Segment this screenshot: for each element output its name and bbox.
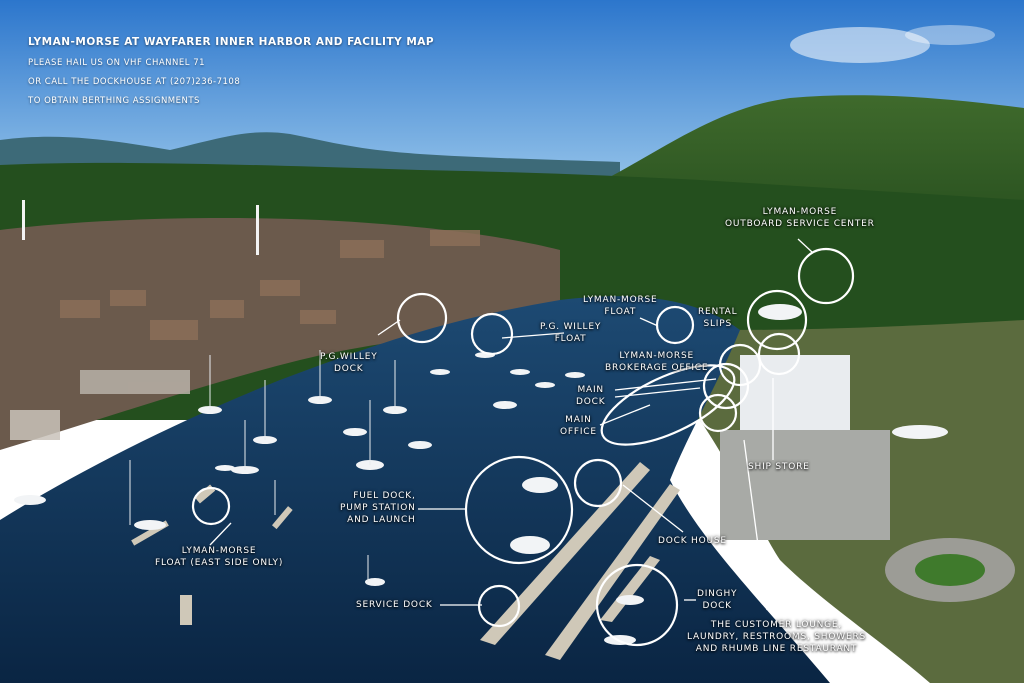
marker-fuel-dock — [464, 455, 574, 565]
phone-instruction: OR CALL THE DOCKHOUSE AT (207)236-7108 — [28, 77, 241, 87]
cloud — [905, 25, 995, 45]
marker-main-office — [698, 393, 738, 433]
pointer-lines — [209, 238, 813, 611]
label-ship-store: SHIP STORE — [748, 462, 810, 472]
marker-dinghy-dock — [595, 563, 679, 647]
label-customer-lounge: THE CUSTOMER LOUNGE,LAUNDRY, RESTROOMS, … — [687, 620, 867, 654]
marker-outboard-service — [797, 247, 855, 305]
marker-brokerage-office — [757, 332, 801, 376]
town-roofs — [10, 230, 480, 440]
church-steeple — [256, 205, 259, 255]
map-title: LYMAN-MORSE AT WAYFARER INNER HARBOR AND… — [28, 36, 435, 48]
label-service-dock: SERVICE DOCK — [356, 600, 433, 610]
location-markers — [191, 247, 855, 647]
boatyard-apron — [720, 430, 890, 540]
church-steeple — [22, 200, 25, 240]
cloud — [790, 27, 930, 63]
marker-dock-house — [573, 458, 623, 508]
marker-pg-willey-float — [470, 312, 514, 356]
marker-rental-slips — [746, 289, 808, 351]
marker-main-dock-b — [702, 362, 750, 410]
roundabout-garden — [915, 554, 985, 586]
marker-lm-float — [655, 305, 695, 345]
boat-masts — [129, 350, 396, 582]
map-header: LYMAN-MORSE AT WAYFARER INNER HARBOR AND… — [28, 36, 434, 115]
marker-main-office-ring — [600, 364, 736, 446]
marker-pg-willey-dock — [396, 292, 448, 344]
vhf-instruction: PLEASE HAIL US ON VHF CHANNEL 71 — [28, 58, 206, 68]
label-dock-house: DOCK HOUSE — [658, 536, 727, 546]
marker-east-float — [191, 486, 231, 526]
berthing-instruction: TO OBTAIN BERTHING ASSIGNMENTS — [28, 96, 200, 106]
harbor-water — [0, 296, 830, 683]
boatyard-building — [740, 355, 850, 435]
marker-service-dock — [477, 584, 521, 628]
